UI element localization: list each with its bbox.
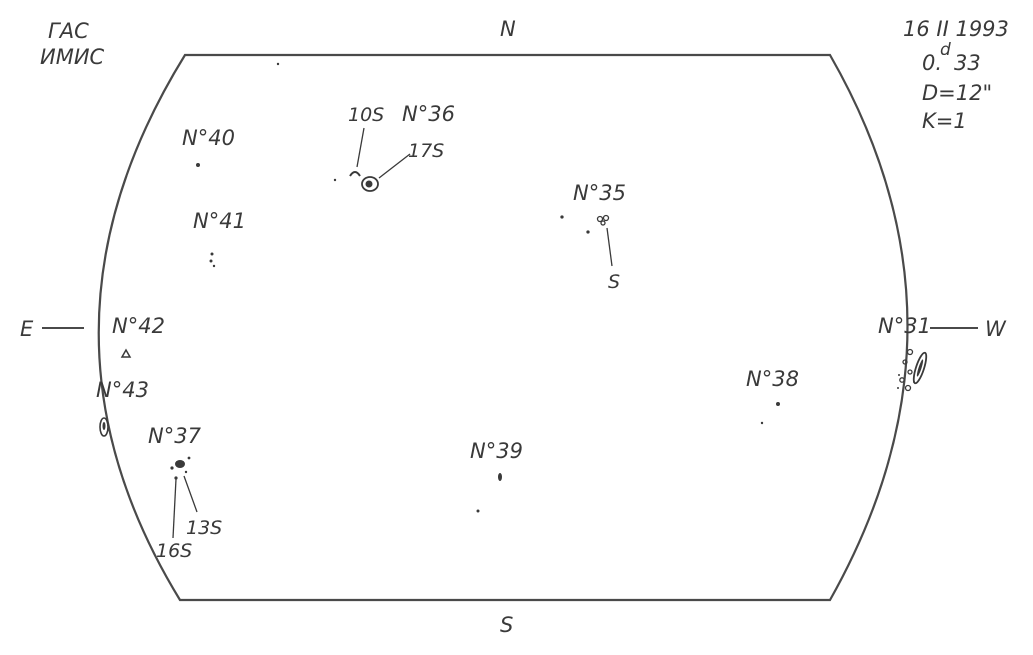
region-41-label: N°41 bbox=[193, 209, 246, 233]
region-41-spots bbox=[209, 252, 216, 268]
observation-date: 16 II 1993 bbox=[903, 17, 1009, 41]
region-37-pointer-b bbox=[183, 475, 198, 513]
south-label: S bbox=[500, 613, 513, 637]
region-39-spots bbox=[476, 473, 502, 513]
region-36-label: N°36 bbox=[402, 102, 455, 126]
svg-text:33: 33 bbox=[954, 51, 981, 75]
observatory-line1: ГАС bbox=[48, 19, 89, 43]
region-37-sub-16s: 16S bbox=[156, 540, 192, 562]
solar-disk-outline bbox=[97, 53, 909, 602]
region-37-pointer-a bbox=[172, 478, 177, 539]
region-42-spot bbox=[120, 348, 132, 358]
region-36-sub-17s: 17S bbox=[408, 140, 444, 162]
region-40-label: N°40 bbox=[182, 126, 235, 150]
region-31-label: N°31 bbox=[878, 314, 931, 338]
region-43-spot bbox=[99, 417, 109, 437]
region-37-label: N°37 bbox=[148, 424, 202, 448]
region-40-spot bbox=[196, 163, 200, 167]
svg-text:d: d bbox=[940, 40, 951, 60]
region-42-label: N°42 bbox=[112, 314, 165, 338]
region-36-pointer-b bbox=[378, 153, 411, 179]
west-label: W bbox=[985, 317, 1007, 341]
north-label: N bbox=[500, 17, 516, 41]
region-36-sub-10s: 10S bbox=[348, 104, 384, 126]
region-36-spots bbox=[276, 62, 379, 192]
region-37-spots bbox=[170, 456, 191, 480]
region-37-sub-13s: 13S bbox=[186, 517, 222, 539]
region-43-label: N°43 bbox=[96, 378, 149, 402]
region-38-spots bbox=[760, 402, 780, 425]
observation-time: 0. d 33 bbox=[922, 40, 981, 75]
region-39-label: N°39 bbox=[470, 439, 523, 463]
region-36-pointer-a bbox=[356, 127, 365, 168]
region-31-spots bbox=[897, 348, 928, 392]
k-value: K=1 bbox=[922, 109, 967, 133]
region-35-label: N°35 bbox=[573, 181, 626, 205]
region-35-sub-s: S bbox=[608, 271, 620, 293]
region-35-spots bbox=[560, 214, 610, 234]
observatory-line2: ИМИС bbox=[40, 45, 105, 69]
svg-text:0.: 0. bbox=[922, 51, 942, 75]
region-35-pointer bbox=[606, 227, 613, 267]
region-38-label: N°38 bbox=[746, 367, 799, 391]
east-label: E bbox=[20, 317, 34, 341]
disk-diameter: D=12" bbox=[922, 81, 992, 105]
